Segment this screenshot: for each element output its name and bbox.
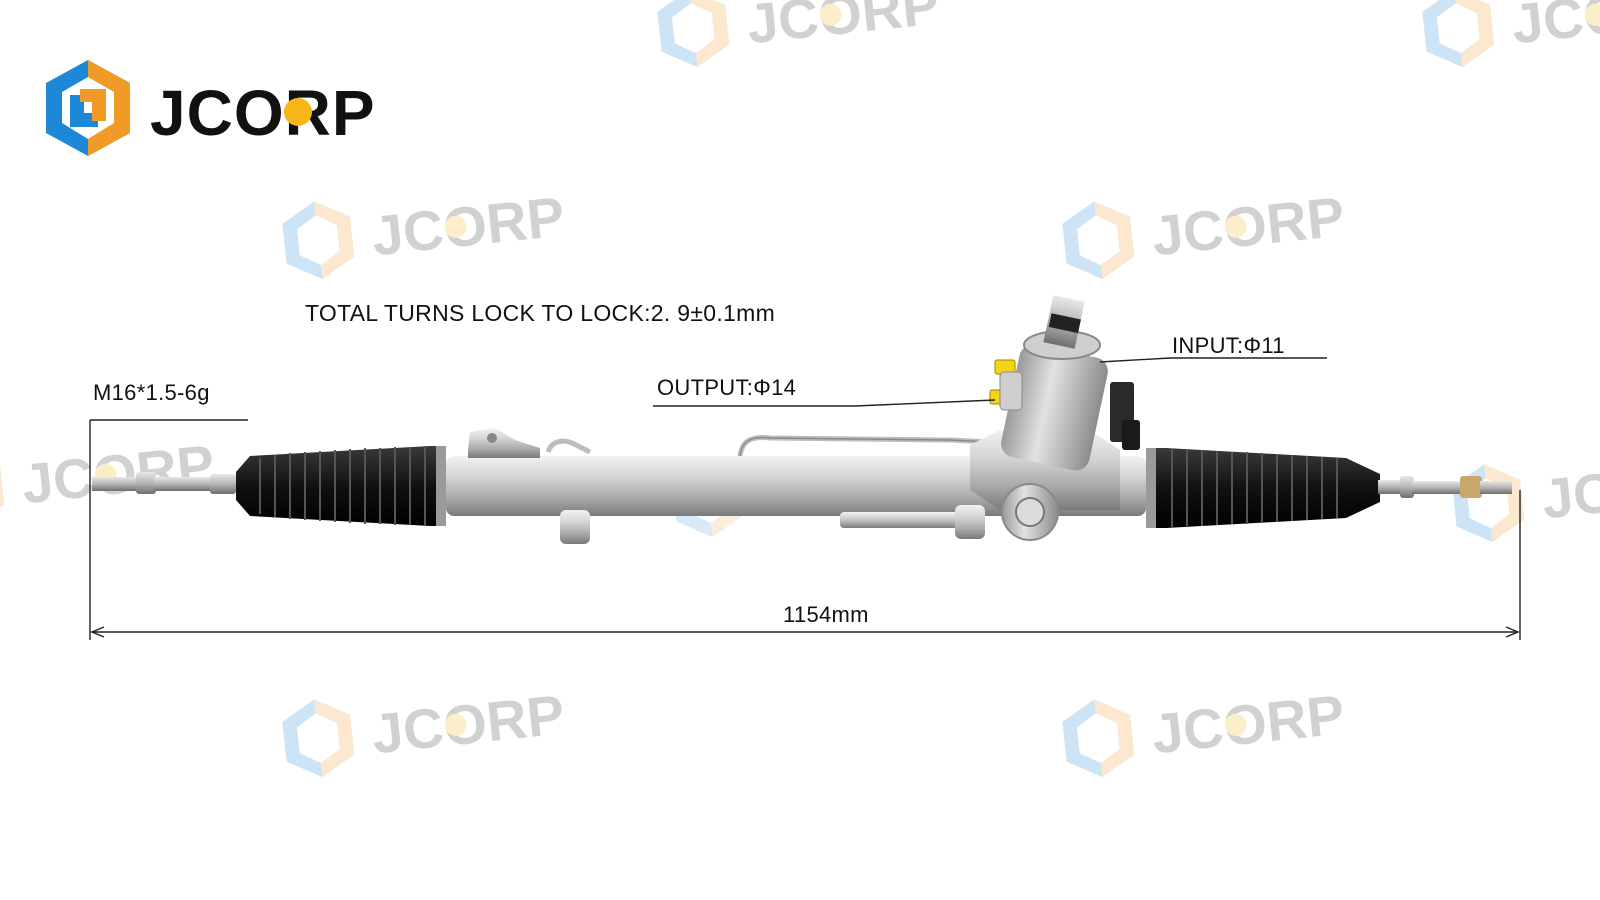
svg-text:JCORP: JCORP: [1509, 0, 1600, 55]
valve-housing: [970, 295, 1140, 541]
watermark-logo: JCORP: [0, 433, 217, 527]
brand-dot-icon: [284, 98, 312, 126]
watermark-logo: JCORP: [1062, 185, 1347, 279]
thread-spec-label: M16*1.5-6g: [93, 380, 210, 405]
total-turns-label: TOTAL TURNS LOCK TO LOCK:2. 9±0.1mm: [305, 300, 776, 326]
watermark-logo: JCORP: [657, 0, 942, 67]
steering-rack-icon: [92, 295, 1512, 544]
right-boot: [1146, 448, 1380, 528]
input-spec-label: INPUT:Φ11: [1172, 333, 1285, 358]
brand-logo: JCORP: [46, 60, 376, 156]
watermark-logo: JCORP: [282, 683, 567, 777]
cube-logo-icon: [46, 60, 130, 156]
overall-length-label: 1154mm: [783, 602, 869, 627]
watermark-logo: JCORP: [282, 185, 567, 279]
dimension-lines: [89, 357, 1521, 640]
watermark-logo: JCORP: [1062, 683, 1347, 777]
left-boot: [236, 446, 446, 526]
brand-name: JCORP: [150, 77, 376, 149]
watermark-logo: JCORP: [1422, 0, 1600, 67]
output-spec-label: OUTPUT:Φ14: [657, 375, 797, 400]
